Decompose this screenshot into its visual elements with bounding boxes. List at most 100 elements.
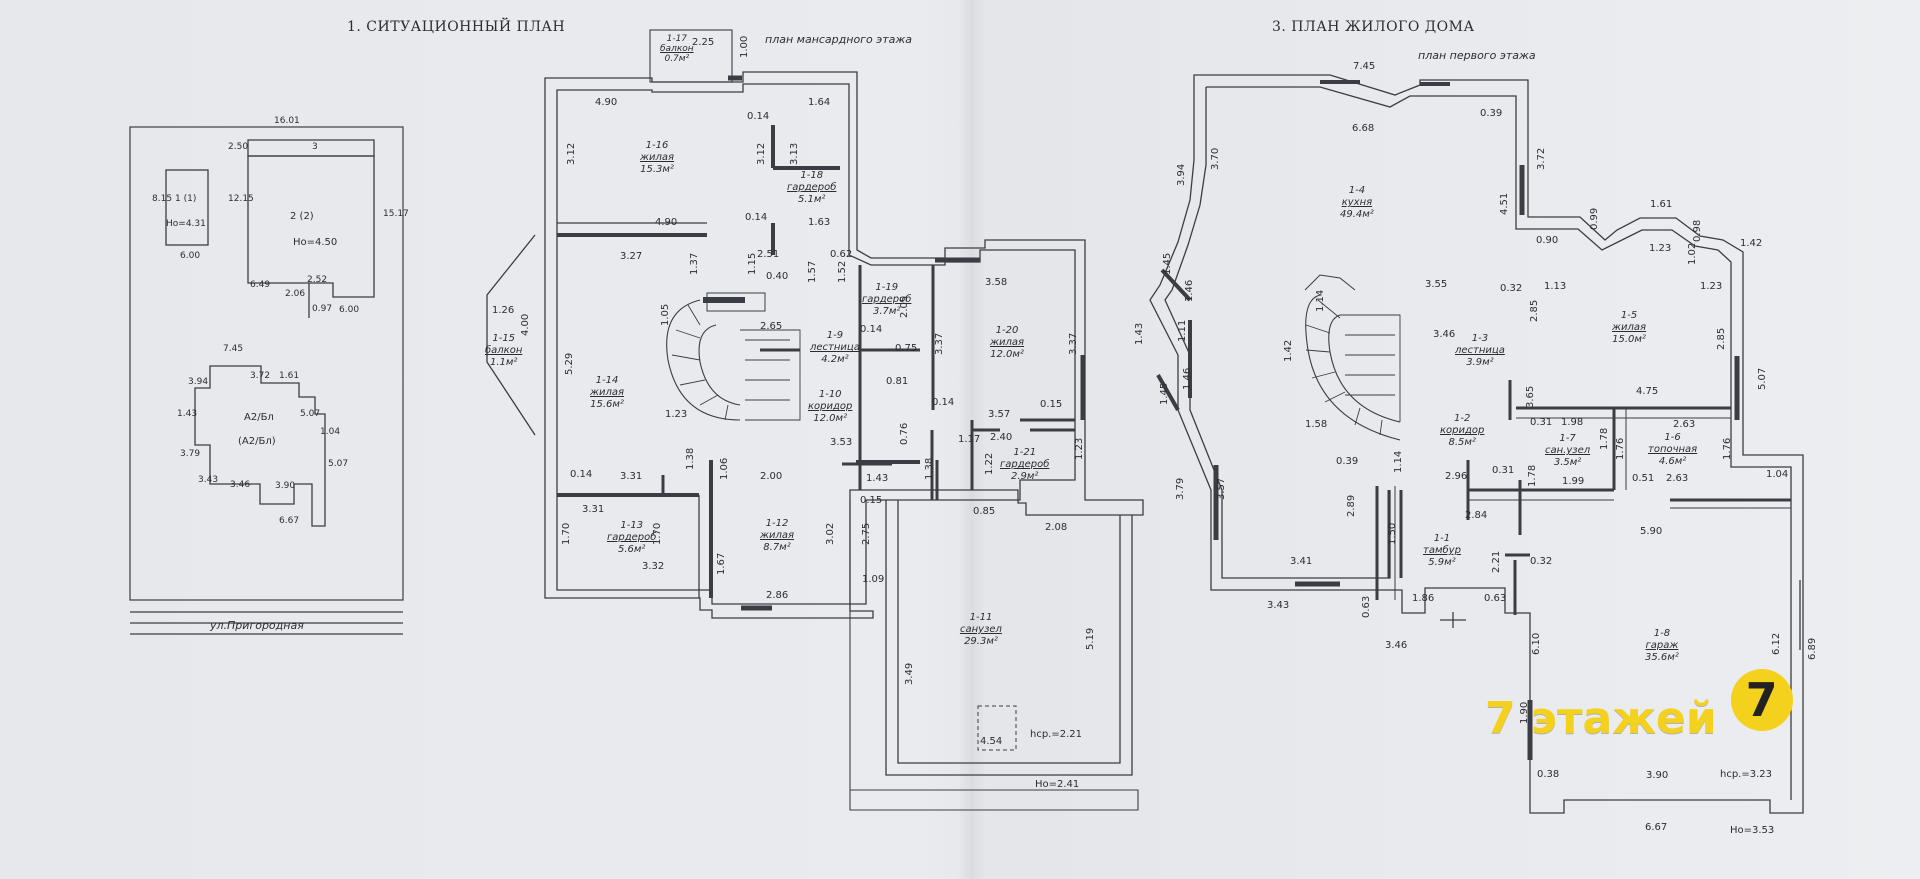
attic-dim: 4.54 (980, 736, 1003, 747)
attic-dim: 2.00 (760, 471, 783, 482)
attic-dim: 1.05 (660, 303, 671, 326)
site-dim: 6.00 (180, 251, 201, 261)
first-dim: 7.45 (1353, 61, 1376, 72)
first-dim: 6.12 (1771, 632, 1782, 655)
first-dim: 6.68 (1352, 123, 1375, 134)
first-dim: 3.55 (1425, 279, 1448, 290)
site-dim: 6.49 (250, 280, 271, 290)
site-dim: 3.94 (188, 377, 209, 387)
first-dim: 1.45 (1162, 252, 1173, 275)
attic-dim: 1.09 (862, 574, 885, 585)
attic-dim: 0.85 (973, 506, 996, 517)
first-dim: 2.84 (1465, 510, 1488, 521)
attic-dim: 1.23 (1074, 437, 1085, 460)
attic-dim: 1.63 (808, 217, 831, 228)
attic-dim: 1.67 (716, 552, 727, 575)
attic-dim: 3.32 (642, 561, 665, 572)
attic-dim: 2.65 (760, 321, 783, 332)
first-dim: 3.41 (1290, 556, 1313, 567)
first-dim: 2.21 (1491, 550, 1502, 573)
attic-dim: 1.52 (837, 260, 848, 283)
first-avg-height: hср.=3.23 (1720, 769, 1773, 780)
attic-dim: 3.27 (620, 251, 643, 262)
first-dim: 0.90 (1536, 235, 1559, 246)
first-dim: 0.63 (1484, 593, 1507, 604)
house-plan-title: 3. ПЛАН ЖИЛОГО ДОМА (1272, 19, 1475, 35)
first-dim: 0.39 (1480, 108, 1503, 119)
first-dim: 1.46 (1184, 279, 1195, 302)
first-dim: 1.13 (1544, 281, 1567, 292)
attic-dim: 3.12 (566, 142, 577, 165)
first-dim: 6.89 (1807, 637, 1818, 660)
first-dim: 1.76 (1722, 437, 1733, 460)
first-dim: 1.23 (1649, 243, 1672, 254)
attic-dim: 1.38 (685, 447, 696, 470)
site-dim: 3.79 (180, 449, 201, 459)
first-dim: 1.43 (1134, 322, 1145, 345)
first-dim: 3.65 (1525, 385, 1536, 408)
attic-dim: 1.57 (807, 260, 818, 283)
attic-dim: 2.40 (990, 432, 1013, 443)
attic-dim: 1.06 (719, 457, 730, 480)
attic-dim: 3.13 (789, 142, 800, 165)
first-dim: 0.63 (1361, 595, 1372, 618)
attic-dim: 0.15 (1040, 399, 1063, 410)
attic-dim: 3.12 (756, 142, 767, 165)
first-dim: 5.07 (1757, 367, 1768, 390)
attic-dim: 2.51 (757, 249, 780, 260)
attic-dim: 0.14 (747, 111, 770, 122)
site-house-label-2: (А2/Бл) (238, 436, 276, 447)
attic-dim: 2.75 (861, 522, 872, 545)
site-building-2-label: 2 (2) (290, 211, 314, 222)
site-plan-title: 1. СИТУАЦИОННЫЙ ПЛАН (347, 19, 566, 35)
attic-dim: 3.31 (582, 504, 605, 515)
watermark-logo: 7 этажей 7 (1485, 668, 1793, 744)
first-floor-walls (1149, 74, 1804, 814)
watermark-text: 7 этажей (1485, 693, 1717, 744)
first-dim: 0.98 (1692, 219, 1703, 242)
first-dim: 0.51 (1632, 473, 1655, 484)
first-dim: 3.57 (1216, 477, 1227, 500)
first-dim: 3.72 (1536, 147, 1547, 170)
site-dim: 2.50 (228, 142, 249, 152)
first-dim: 1.76 (1615, 437, 1626, 460)
first-dim: 6.10 (1531, 632, 1542, 655)
first-dim: 5.90 (1640, 526, 1663, 537)
site-dim: 0.97 (312, 304, 333, 314)
attic-dim: 1.70 (652, 522, 663, 545)
first-dim: 0.31 (1492, 465, 1515, 476)
site-dim: 1.61 (279, 371, 300, 381)
first-dim: 1.02 (1687, 242, 1698, 265)
first-dim: 1.50 (1387, 522, 1398, 545)
site-dim: 3.43 (198, 475, 219, 485)
first-dim: 2.85 (1716, 327, 1727, 350)
site-dim: 16.01 (274, 116, 300, 126)
attic-floor-label: план мансардного этажа (765, 33, 913, 46)
first-dim: 1.99 (1562, 476, 1585, 487)
site-dim: 1.43 (177, 409, 198, 419)
first-dim: 0.99 (1589, 207, 1600, 230)
first-height: Hо=3.53 (1730, 825, 1775, 836)
attic-dim: 3.58 (985, 277, 1008, 288)
attic-avg-height: hср.=2.21 (1030, 729, 1083, 740)
first-dim: 4.51 (1499, 192, 1510, 215)
attic-dim: 3.31 (620, 471, 643, 482)
first-floor-label: план первого этажа (1418, 49, 1536, 62)
first-dim: 1.42 (1740, 238, 1763, 249)
site-dim: 15.17 (383, 209, 409, 219)
first-dim: 1.98 (1561, 417, 1584, 428)
attic-dim: 3.02 (825, 522, 836, 545)
